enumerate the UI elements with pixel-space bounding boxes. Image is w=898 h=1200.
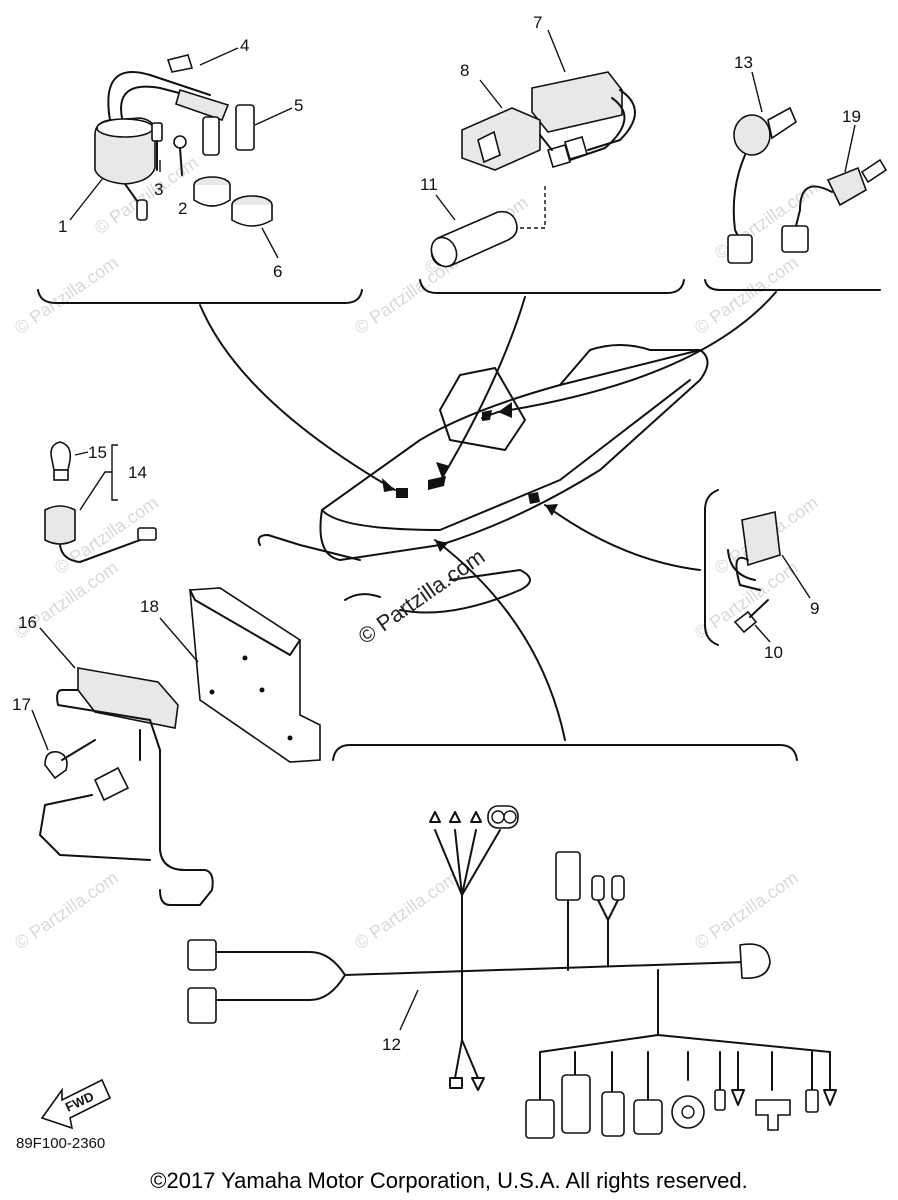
- part-label-13: 13: [734, 53, 753, 72]
- key-switch-icon: [733, 114, 771, 156]
- part-label-16: 16: [18, 613, 37, 632]
- plug-cap-icon: [175, 88, 230, 122]
- watermarks: © Partzilla.com © Partzilla.com © Partzi…: [11, 152, 822, 953]
- plate-group: 18: [140, 587, 321, 763]
- watermark: © Partzilla.com: [351, 867, 462, 953]
- part-label-6: 6: [273, 262, 282, 281]
- connector-icon: [93, 766, 130, 802]
- watermark: © Partzilla.com: [11, 252, 122, 338]
- part-label-14: 14: [128, 463, 147, 482]
- part-label-8: 8: [460, 61, 469, 80]
- switch-group: 13 19: [704, 53, 888, 291]
- part-label-7: 7: [533, 13, 542, 32]
- kill-switch-icon: [826, 166, 867, 207]
- part-label-5: 5: [294, 96, 303, 115]
- part-label-11: 11: [420, 175, 438, 194]
- part-label-12: 12: [382, 1035, 401, 1054]
- socket-icon: [44, 505, 76, 545]
- rectifier-icon: [461, 107, 541, 171]
- bulb-icon: [50, 441, 72, 471]
- watermark: © Partzilla.com: [691, 867, 802, 953]
- relay-group: 16 17: [12, 613, 214, 906]
- part-label-17: 17: [12, 695, 31, 714]
- leader-curves: [199, 291, 777, 741]
- relay-icon: [77, 667, 179, 729]
- cdi-unit-icon: [531, 71, 623, 133]
- watermark: © Partzilla.com: [691, 252, 802, 338]
- sensor-group: 9 10: [704, 489, 819, 662]
- wire-harness-trunk: [234, 951, 746, 976]
- part-label-19: 19: [842, 107, 861, 126]
- part-label-4: 4: [240, 36, 249, 55]
- part-label-9: 9: [810, 599, 819, 618]
- ignition-coil-group: 4 5 1 3 2 6: [37, 36, 363, 304]
- part-label-15: 15: [88, 443, 107, 462]
- part-label-3: 3: [154, 180, 163, 199]
- wire-harness-group: 12: [187, 744, 837, 1139]
- copyright-notice: ©2017 Yamaha Motor Corporation, U.S.A. A…: [150, 1168, 747, 1193]
- watermark-center: © Partzilla.com: [354, 544, 490, 650]
- lamp-group: 15 14: [44, 441, 157, 563]
- snowmobile-body: © Partzilla.com: [257, 344, 709, 650]
- screw-icon: [44, 750, 68, 780]
- sensor-icon: [741, 511, 781, 567]
- part-label-10: 10: [764, 643, 783, 662]
- cdi-group: 7 8 11: [419, 13, 685, 294]
- watermark: © Partzilla.com: [11, 867, 122, 953]
- diagram-code: 89F100-2360: [16, 1135, 105, 1152]
- fwd-arrow-icon: FWD: [40, 1078, 112, 1130]
- part-label-18: 18: [140, 597, 159, 616]
- part-label-1: 1: [58, 217, 67, 236]
- plate-icon: [189, 587, 321, 763]
- part-label-2: 2: [178, 199, 187, 218]
